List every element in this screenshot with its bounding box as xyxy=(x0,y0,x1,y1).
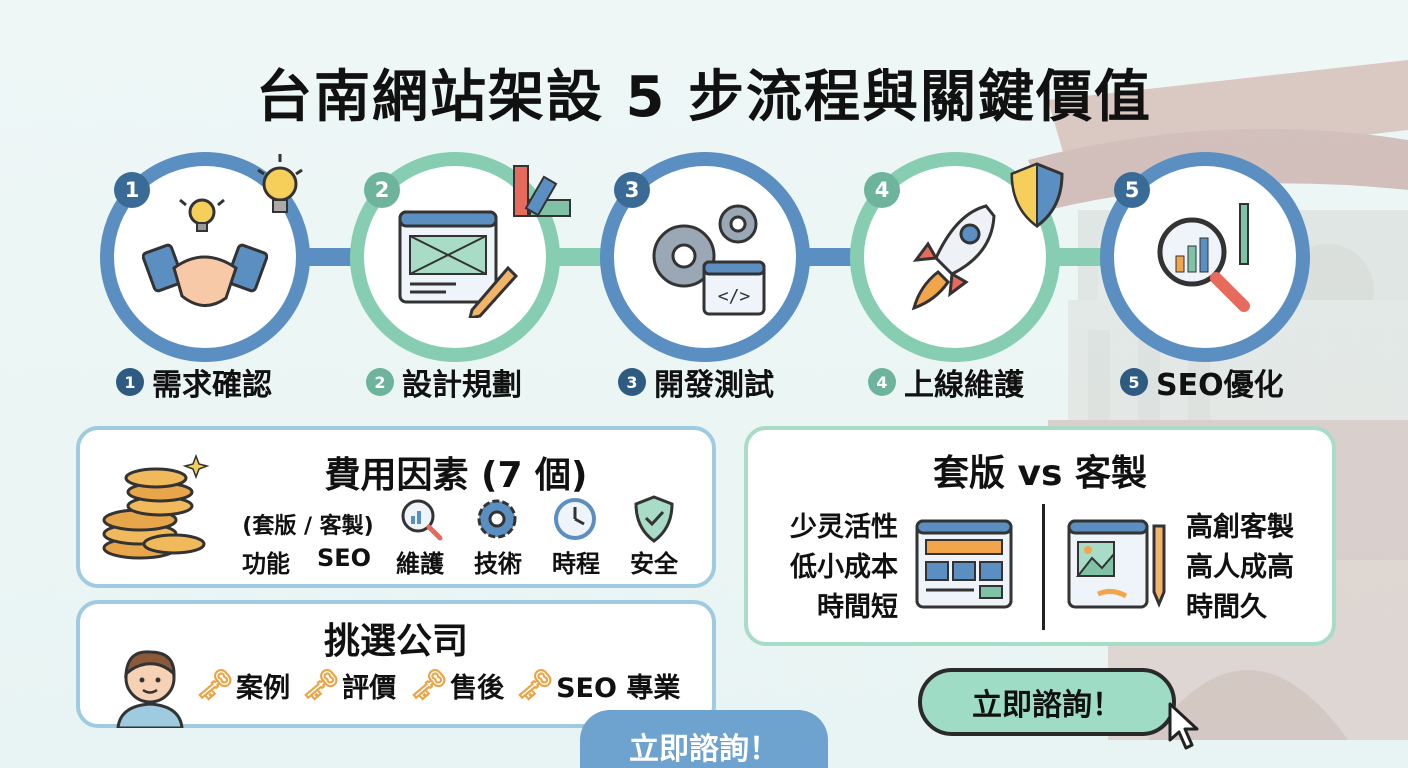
step-3-label-number: 3 xyxy=(618,368,646,396)
temple-background-illustration xyxy=(1028,60,1408,740)
template-trait-3: 時間短 xyxy=(817,592,898,623)
cursor-pointer-icon xyxy=(1168,702,1199,750)
pick-item-aftersales: 🗝 售後 xyxy=(410,666,504,705)
custom-trait-3: 時間久 xyxy=(1186,592,1267,623)
step-2-label-text: 設計規劃 xyxy=(402,368,522,403)
template-trait-2: 低小成本 xyxy=(790,552,898,583)
pick-item-seo-expertise: 🗝 SEO 專業 xyxy=(516,666,680,705)
step-1-label-number: 1 xyxy=(116,368,144,396)
template-traits: 少灵活性 低小成本 時間短 xyxy=(780,508,898,628)
pick-item-reviews: 🗝 評價 xyxy=(302,666,396,705)
cost-item-security: 安全 xyxy=(630,550,678,578)
template-trait-1: 少灵活性 xyxy=(790,512,898,543)
custom-traits: 高創客製 高人成高 時間久 xyxy=(1186,508,1310,628)
cost-item-seo: SEO xyxy=(316,544,372,572)
step-3-number-badge: 3 xyxy=(614,172,650,208)
step-5-label-text: SEO優化 xyxy=(1156,368,1284,403)
wireframe-pencil-icon xyxy=(398,210,519,318)
cost-item-timeline: 時程 xyxy=(552,550,600,578)
choose-company-title: 挑選公司 xyxy=(323,621,468,662)
cost-item-function: 功能 xyxy=(242,550,290,578)
page-title: 台南網站架設 5 步流程與關鍵價值 xyxy=(256,65,1152,130)
step-5-number-badge: 5 xyxy=(1114,172,1150,208)
pick-item-cases-label: 案例 xyxy=(236,673,291,704)
step-4-number-badge: 4 xyxy=(864,172,900,208)
clock-icon xyxy=(554,498,596,540)
pick-item-reviews-label: 評價 xyxy=(342,673,397,704)
key-icon: 🗝 xyxy=(302,668,341,703)
step-2-label-number: 2 xyxy=(366,368,394,396)
consult-now-button-bottom[interactable]: 立即諮詢！ xyxy=(580,710,828,768)
cost-factors-title: 費用因素 (7 個) xyxy=(324,455,588,496)
consult-now-button[interactable]: 立即諮詢！ xyxy=(918,668,1176,736)
person-avatar-icon xyxy=(116,650,184,728)
step-5-label: 5 SEO優化 xyxy=(1120,360,1284,404)
pick-item-cases: 🗝 案例 xyxy=(196,666,290,705)
step-1-number-badge: 1 xyxy=(114,172,150,208)
step-2-label: 2 設計規劃 xyxy=(366,360,522,404)
magnifier-chart-icon xyxy=(1157,203,1250,312)
search-chart-icon xyxy=(401,499,443,541)
step-4-label: 4 上線維護 xyxy=(868,360,1024,404)
custom-trait-1: 高創客製 xyxy=(1186,512,1294,543)
color-palette-icon xyxy=(513,165,571,217)
choose-company-panel: 挑選公司 xyxy=(76,600,716,728)
step-4-label-text: 上線維護 xyxy=(904,368,1024,403)
step-3-label: 3 開發測試 xyxy=(618,360,774,404)
key-icon: 🗝 xyxy=(196,668,235,703)
shield-icon xyxy=(1010,162,1064,228)
comparison-divider xyxy=(1042,504,1045,630)
custom-design-icon xyxy=(1067,519,1166,609)
step-2-number-badge: 2 xyxy=(364,172,400,208)
template-layout-icon xyxy=(915,519,1013,609)
custom-trait-2: 高人成高 xyxy=(1186,552,1294,583)
key-icon: 🗝 xyxy=(410,668,449,703)
cost-item-technology: 技術 xyxy=(474,550,522,578)
lightbulb-icon xyxy=(257,154,303,213)
step-1-label-text: 需求確認 xyxy=(152,368,272,403)
gear-icon xyxy=(477,499,517,539)
template-vs-custom-title: 套版 vs 客製 xyxy=(933,453,1147,494)
cost-item-template-custom: (套版 / 客製) xyxy=(242,514,374,539)
pick-item-aftersales-label: 售後 xyxy=(450,673,505,704)
handshake-icon xyxy=(142,198,268,307)
cost-item-maintenance: 維護 xyxy=(396,550,444,578)
rocket-icon xyxy=(911,204,996,311)
step-4-label-number: 4 xyxy=(868,368,896,396)
pick-item-seo-expertise-label: SEO 專業 xyxy=(556,673,681,704)
step-1-label: 1 需求確認 xyxy=(116,360,272,404)
step-5-label-number: 5 xyxy=(1120,368,1148,396)
key-icon: 🗝 xyxy=(516,668,555,703)
step-3-label-text: 開發測試 xyxy=(654,368,774,403)
svg-text:</>: </> xyxy=(718,286,751,307)
security-shield-icon xyxy=(634,495,674,543)
coins-icon xyxy=(102,453,210,560)
gears-code-icon: </> xyxy=(652,204,766,316)
template-vs-custom-panel: 套版 vs 客製 xyxy=(744,426,1336,646)
